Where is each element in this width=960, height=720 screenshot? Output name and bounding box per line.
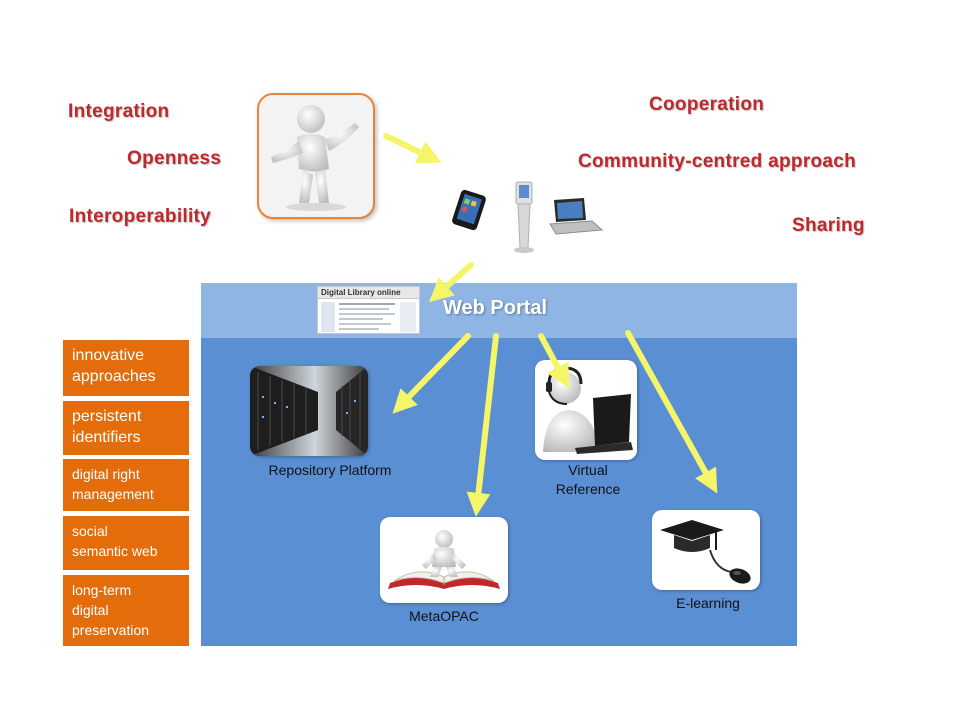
feature-text-line: identifiers [72,429,141,446]
thumbnail-content [321,302,416,332]
keyword-interoperability: Interoperability [69,206,212,227]
thumbnail-title: Digital Library online [318,287,419,299]
person-icon [271,105,359,211]
e-learning-caption: E-learning [676,595,740,611]
repository-platform-image [250,366,368,456]
virtual-reference-image [535,360,637,460]
keyword-integration: Integration [68,101,170,122]
graduation-cap-mouse-icon [660,520,751,584]
e-learning-image [652,510,760,590]
web-portal-band: Digital Library online Web Portal [201,283,797,338]
smartphone-icon [452,189,486,231]
kiosk-icon [514,181,534,253]
headset-person-icon [543,366,633,454]
feature-box-social-semantic-web: social semantic web [63,516,189,570]
feature-box-persistent-identifiers: persistent identifiers [63,401,189,455]
virtual-reference-caption-line2: Reference [555,481,621,497]
arrow-user-to-devices [383,133,442,164]
access-devices [446,178,606,258]
feature-text-line: approaches [72,368,156,385]
user-figure [257,93,375,219]
feature-text-line: social [72,523,108,539]
keyword-sharing: Sharing [792,215,865,236]
repository-platform-caption: Repository Platform [268,462,392,478]
metaopac-image [380,517,508,603]
web-portal-thumbnail: Digital Library online [317,286,420,334]
feature-text-line: management [72,486,154,502]
server-rack-icon [250,366,368,456]
laptop-icon [549,198,604,235]
feature-text-line: preservation [72,622,150,638]
keyword-cooperation: Cooperation [649,94,765,115]
keyword-openness: Openness [127,148,222,169]
metaopac-caption: MetaOPAC [409,608,479,624]
feature-box-innovative-approaches: innovative approaches [63,340,189,396]
feature-text-line: persistent [72,408,142,425]
feature-text-line: long-term [72,582,132,598]
book-person-icon [388,530,500,589]
virtual-reference-caption-line1: Virtual [568,462,608,478]
virtual-reference-caption: Virtual Reference [523,461,653,499]
feature-text-line: digital [72,602,109,618]
feature-box-digital-right-management: digital right management [63,459,189,511]
feature-text-line: digital right [72,466,140,482]
feature-text-line: innovative [72,347,145,364]
keyword-community-centred-approach: Community-centred approach [578,151,857,172]
feature-box-long-term-digital-preservation: long-term digital preservation [63,575,189,646]
web-portal-label: Web Portal [443,297,548,319]
feature-text-line: semantic web [72,543,158,559]
